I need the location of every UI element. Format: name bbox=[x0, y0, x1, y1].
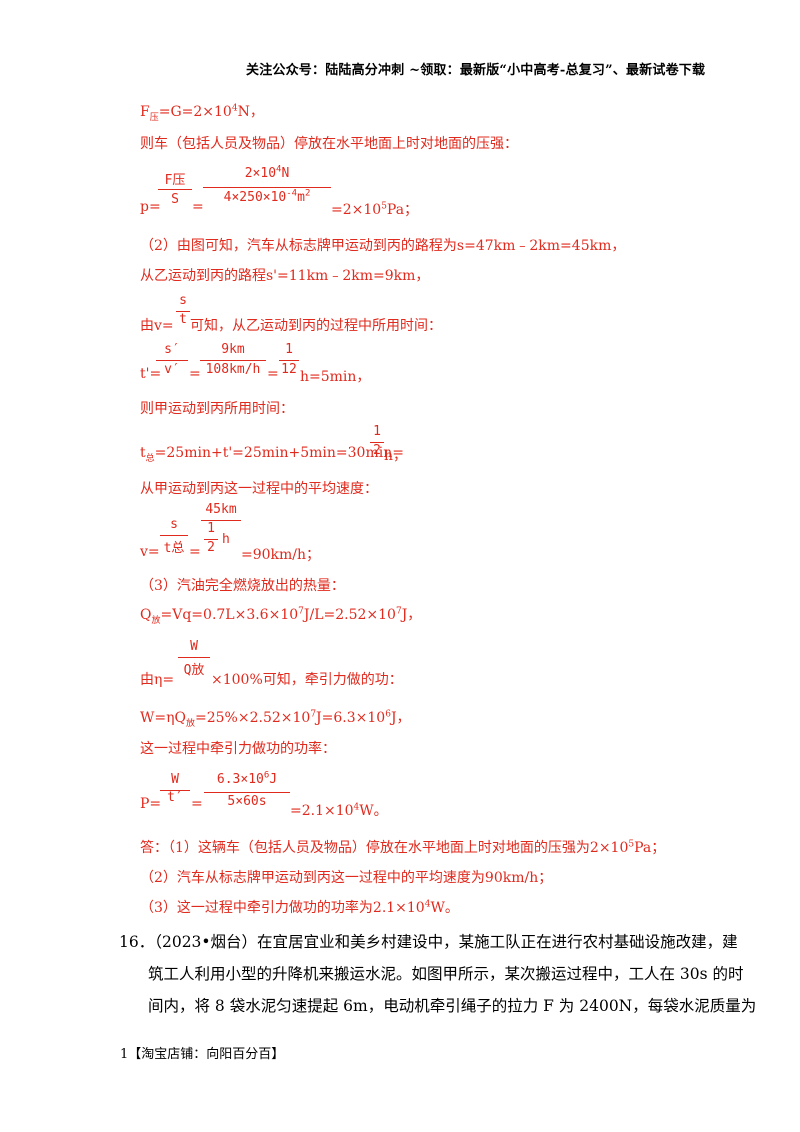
pressure-frac2-numerator: 2×104N bbox=[244, 164, 290, 181]
power-lhs: P= bbox=[140, 796, 162, 812]
pressure-frac1-numerator: F压 bbox=[164, 173, 186, 188]
distance-yi-bing-text: 从乙运动到丙的路程s'=11km﹣2km=9km， bbox=[140, 268, 430, 284]
answer-1: 答：（1）这辆车（包括人员及物品）停放在水平地面上时对地面的压强为2×105Pa… bbox=[140, 839, 666, 856]
speed-frac1-bar bbox=[160, 535, 188, 536]
pressure-frac2-denominator: 4×250×10-4m2 bbox=[223, 188, 311, 205]
heat-intro-text: （3）汽油完全燃烧放出的热量： bbox=[140, 578, 345, 594]
velocity-pre: 由v= bbox=[140, 318, 174, 334]
power-frac1-bar bbox=[160, 790, 190, 791]
eta-bar bbox=[178, 657, 210, 658]
pressure-lhs: p= bbox=[140, 199, 161, 215]
speed-frac2-inner-numerator: 1 bbox=[207, 521, 215, 536]
time1-frac3-denominator: 12 bbox=[281, 362, 297, 377]
speed-frac2-bar bbox=[201, 520, 241, 521]
force-exponent: 4 bbox=[231, 103, 238, 114]
answer-3: （3）这一过程中牵引力做功的功率为2.1×104W。 bbox=[140, 899, 459, 916]
question-16-line-1: 16．（2023•烟台）在宜居宜业和美乡村建设中，某施工队正在进行农村基础设施改… bbox=[119, 933, 738, 951]
speed-frac2-inner-denominator: 2 bbox=[207, 540, 215, 555]
power-frac2-denominator: 5×60s bbox=[227, 794, 267, 809]
speed-eq: = bbox=[189, 544, 201, 560]
answer-2: （2）汽车从标志牌甲运动到丙这一过程中的平均速度为90km/h； bbox=[140, 870, 553, 886]
velocity-denominator: t bbox=[179, 312, 187, 327]
pressure-frac1-denominator: S bbox=[171, 192, 179, 207]
time2-bar bbox=[370, 442, 384, 443]
time2-post: h， bbox=[384, 448, 408, 464]
question-16-line-3: 间内，将 8 袋水泥匀速提起 6m，电动机牵引绳子的拉力 F 为 2400N，每… bbox=[148, 997, 757, 1015]
heat-equation: Q放=Vq=0.7L×3.6×107J/L=2.52×107J， bbox=[140, 606, 422, 626]
time1-frac1-numerator: s′ bbox=[164, 342, 180, 357]
speed-lhs: v= bbox=[140, 544, 160, 560]
time2-denominator: 2 bbox=[373, 443, 381, 458]
average-speed-intro-text: 从甲运动到丙这一过程中的平均速度： bbox=[140, 481, 378, 497]
speed-frac1-denominator: t总 bbox=[163, 541, 185, 556]
eta-numerator: W bbox=[190, 639, 198, 654]
time1-post: h=5min， bbox=[300, 369, 371, 385]
work-equation: W=ηQ放=25%×2.52×107J=6.3×106J， bbox=[140, 709, 411, 729]
total-time-intro-text: 则甲运动到丙所用时间： bbox=[140, 401, 294, 417]
eta-post: ×100%可知，牵引力做的功： bbox=[211, 672, 403, 688]
time1-frac2-denominator: 108km/h bbox=[205, 362, 261, 377]
force-subscript: 压 bbox=[149, 112, 159, 123]
time1-eq2: = bbox=[267, 366, 279, 382]
force-value: =G=2×10 bbox=[158, 104, 232, 120]
pressure-result: =2×105Pa； bbox=[331, 201, 419, 218]
velocity-numerator: s bbox=[179, 293, 187, 308]
speed-frac1-numerator: s bbox=[170, 517, 178, 532]
force-unit: N， bbox=[237, 104, 264, 120]
power-result: =2.1×104W。 bbox=[290, 802, 388, 819]
time1-frac3-numerator: 1 bbox=[285, 342, 293, 357]
time1-eq1: = bbox=[189, 366, 201, 382]
power-frac2-bar bbox=[204, 792, 290, 793]
time2-numerator: 1 bbox=[373, 424, 381, 439]
power-frac1-numerator: W bbox=[171, 772, 179, 787]
pressure-intro-text: 则车（包括人员及物品）停放在水平地面上时对地面的压强： bbox=[140, 136, 518, 152]
eta-pre: 由η= bbox=[140, 672, 175, 688]
power-intro-text: 这一过程中牵引力做功的功率： bbox=[140, 741, 336, 757]
page-footer: 1【淘宝店铺：向阳百分百】 bbox=[120, 1047, 285, 1062]
pressure-frac2-bar bbox=[203, 187, 331, 188]
force-symbol: F bbox=[140, 104, 150, 120]
speed-post: =90km/h； bbox=[241, 547, 321, 563]
speed-frac2-inner-bar bbox=[204, 539, 218, 540]
time1-frac2-bar bbox=[200, 360, 266, 361]
time1-frac3-bar bbox=[279, 360, 299, 361]
force-equation: F压=G=2×104N， bbox=[140, 101, 264, 123]
page-header: 关注公众号：陆陆高分冲刺 ~领取：最新版“小中高考-总复习”、最新试卷下载 bbox=[246, 63, 706, 78]
pressure-frac1-bar bbox=[158, 189, 192, 190]
power-frac1-denominator: t′ bbox=[167, 790, 183, 805]
velocity-post: 可知，从乙运动到丙的过程中所用时间： bbox=[190, 318, 442, 334]
eta-denominator: Q放 bbox=[183, 663, 205, 678]
time2-pre: t总=25min+t'=25min+5min=30min= bbox=[140, 445, 404, 464]
power-eq: = bbox=[191, 796, 203, 812]
speed-frac2-unit: h bbox=[222, 532, 230, 547]
pressure-eq: = bbox=[192, 199, 204, 215]
speed-frac2-numerator: 45km bbox=[205, 502, 237, 517]
time1-frac1-bar bbox=[156, 360, 188, 361]
time1-lhs: t'= bbox=[140, 366, 162, 382]
time1-frac2-numerator: 9km bbox=[221, 342, 245, 357]
power-frac2-numerator: 6.3×106J bbox=[216, 770, 278, 787]
distance-jia-bing-text: （2）由图可知，汽车从标志牌甲运动到丙的路程为s=47km﹣2km=45km， bbox=[140, 238, 626, 254]
question-16-line-2: 筑工人利用小型的升降机来搬运水泥。如图甲所示，某次搬运过程中，工人在 30s 的… bbox=[148, 965, 744, 983]
velocity-bar bbox=[176, 311, 190, 312]
time1-frac1-denominator: v′ bbox=[164, 362, 180, 377]
